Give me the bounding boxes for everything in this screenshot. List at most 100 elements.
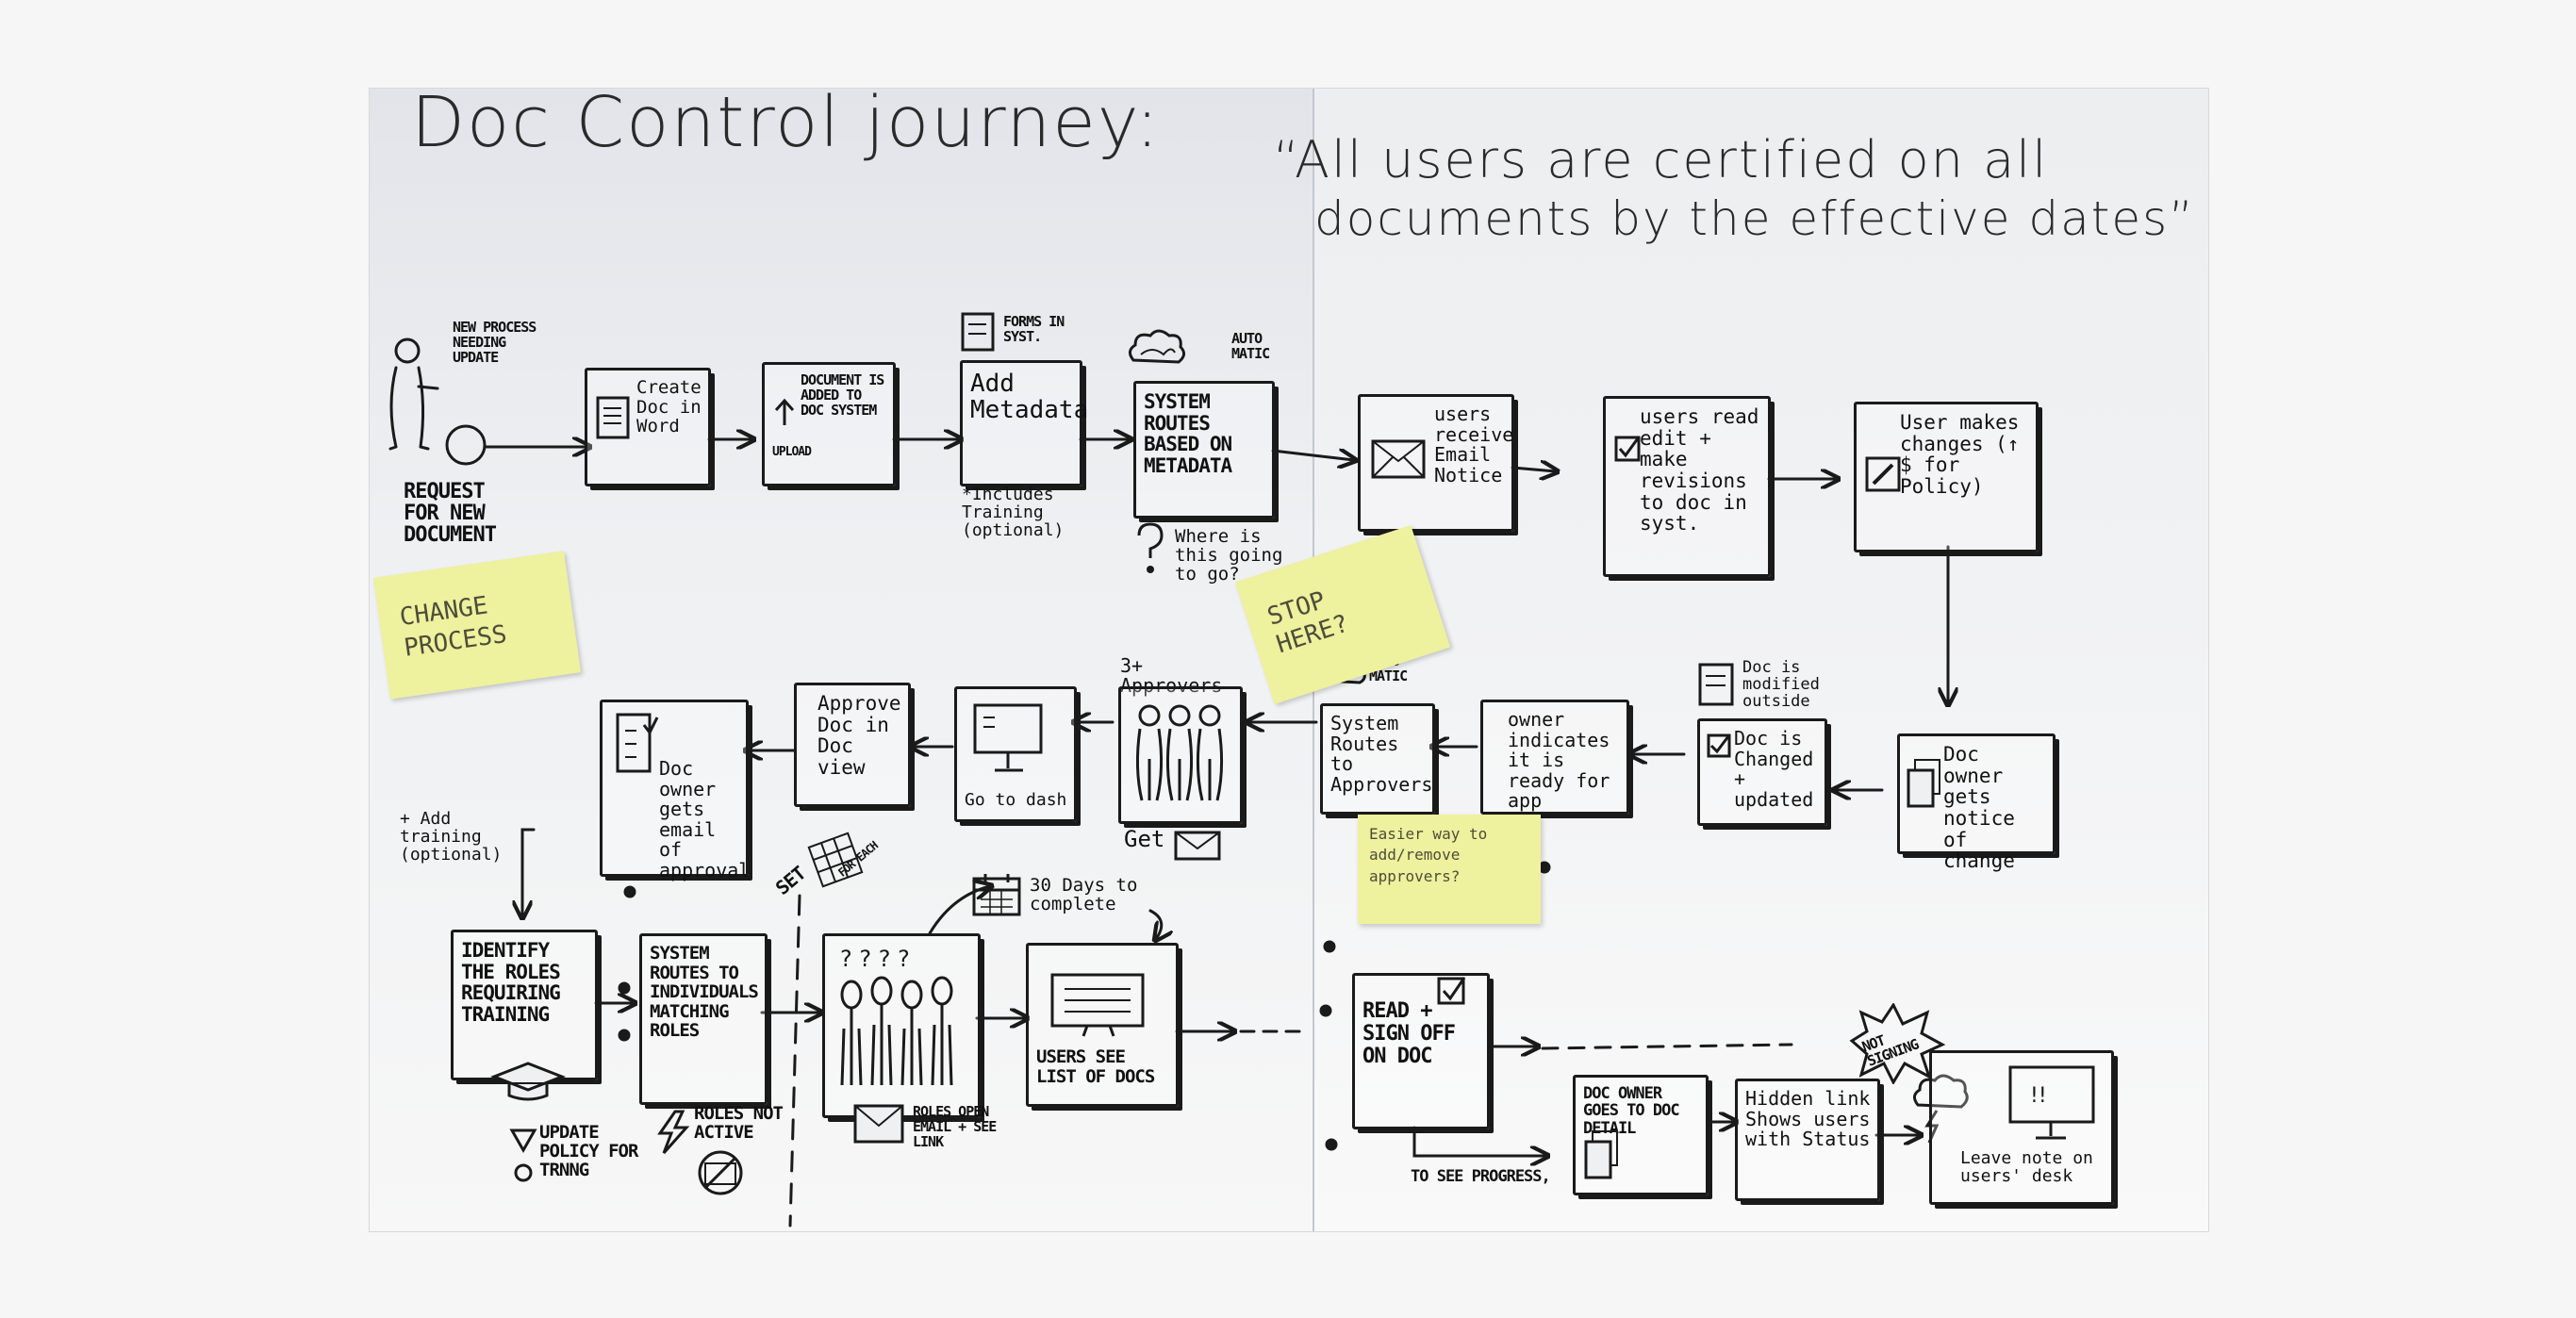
whiteboard [370, 89, 2208, 1231]
document-stack-icon [1584, 1130, 1618, 1179]
users-read-text: users read edit + make revisions to doc … [1640, 405, 1759, 535]
doc-owner-heading: DOC OWNER Goes to Doc Detail [1583, 1084, 1680, 1138]
svg-text:!!: !! [2030, 1084, 2047, 1108]
monitor-icon [973, 703, 1043, 772]
people-icon [1135, 704, 1224, 801]
doc-added-text: DOCUMENT IS ADDED TO DOC SYSTEM [801, 371, 884, 420]
see-progress-note: TO SEE PROGRESS, [1411, 1167, 1551, 1186]
request-label: REQUEST FOR NEW DOCUMENT [404, 480, 497, 548]
checkbox-icon [1437, 977, 1466, 1005]
monitor-icon: !! [2008, 1065, 2095, 1140]
includes-training-note: *Includes Training (optional) [962, 485, 1065, 540]
owner-ready-box: owner indicates it is ready for app [1480, 700, 1629, 815]
doc-owner-detail-box: DOC OWNER Goes to Doc Detail [1573, 1075, 1709, 1195]
funnel-icon [509, 1129, 537, 1182]
users-list-text: USERS SEE LIST OF DOCS [1036, 1046, 1155, 1087]
approvers-box [1118, 686, 1243, 824]
add-training-note: + Add training (optional) [400, 809, 503, 865]
doc-modified-note: Doc is modified outside [1742, 658, 1820, 711]
doc-changed-text: Doc is Changed + updated [1734, 727, 1814, 811]
users-read-box: users read edit + make revisions to doc … [1603, 396, 1771, 577]
goal-quote-line2: documents by the effective dates” [1314, 191, 2196, 246]
create-doc-box: Create Doc in Word [585, 368, 711, 486]
approve-doc-text: Approve Doc in Doc view [817, 692, 901, 780]
where-going-note: Where is this going to go? [1175, 526, 1283, 585]
question-label: NEW PROCESS NEEDING UPDATE [453, 319, 537, 366]
update-policy-note: UPDATE POLICY FOR TRNNG [539, 1122, 638, 1180]
edit-icon [1865, 456, 1901, 492]
email-blocked-icon [698, 1150, 743, 1195]
document-icon [596, 396, 630, 439]
sticky-easier-way: Easier way to add/remove approvers? [1358, 815, 1541, 924]
doc-added-box: DOCUMENT IS ADDED TO DOC SYSTEM UPLOAD [762, 362, 896, 486]
owner-ready-text: owner indicates it is ready for app [1508, 708, 1610, 813]
routes-approvers-box: System Routes to Approvers [1320, 703, 1435, 815]
monitor-list-icon [1050, 973, 1145, 1037]
people-question-icon: ? ? ? ? [840, 946, 953, 1086]
calendar-icon [972, 874, 1021, 916]
owner-email-box: Doc owner gets email of approval [600, 700, 750, 881]
dashboard-box: Go to dash [954, 686, 1077, 822]
document-check-icon [616, 713, 659, 773]
read-sign-box: READ + SIGN OFF ON DOC [1352, 973, 1490, 1129]
paper-sheet-right [1314, 89, 2208, 1231]
svg-text:? ? ? ?: ? ? ? ? [840, 946, 910, 972]
page-title: Doc Control journey: [411, 82, 1162, 163]
owner-notice-text: Doc owner gets notice of change [1943, 743, 2015, 873]
auto-label-top: AUTO MATIC [1231, 330, 1270, 362]
approve-doc-box: Approve Doc in Doc view [794, 683, 911, 807]
routes-individuals-box: SYSTEM ROUTES to INDIVIDUALS MATCHING RO… [639, 933, 768, 1105]
add-metadata-text: Add Metadata [970, 370, 1089, 425]
routes-individuals-text: SYSTEM ROUTES to INDIVIDUALS MATCHING RO… [650, 943, 759, 1042]
checkbox-icon [1614, 436, 1641, 462]
hidden-link-box: Hidden link Shows users with Status [1735, 1079, 1880, 1201]
go-dash-text: Go to dash [965, 790, 1067, 810]
users-receive-box: users receive Email Notice [1358, 394, 1514, 532]
doc-changed-box: Doc is Changed + updated [1697, 718, 1827, 826]
forms-icon [961, 312, 995, 352]
upload-icon [774, 398, 795, 425]
grid-icon [807, 832, 864, 888]
user-changes-box: User makes changes (↑ $ for Policy) [1854, 402, 2039, 552]
checkbox-icon [1707, 733, 1731, 758]
identify-roles-box: IDENTIFY THE ROLES REQUIRING TRAINING [451, 930, 598, 1080]
hidden-link-text: Hidden link Shows users with Status [1745, 1087, 1871, 1151]
approvers-count-label: 3+ Approvers [1120, 654, 1223, 697]
email-icon [853, 1104, 904, 1144]
burst-icon [1849, 1003, 1946, 1084]
goal-quote-line1: “All users are certified on all [1273, 130, 2049, 189]
get-label: Get [1124, 826, 1165, 852]
identify-roles-text: IDENTIFY THE ROLES REQUIRING TRAINING [461, 939, 561, 1027]
leave-note-box: !! Leave note on users' desk [1929, 1050, 2114, 1205]
modified-doc-icon [1698, 663, 1734, 706]
question-icon [1137, 522, 1164, 573]
user-changes-text: User makes changes (↑ $ for Policy) [1900, 411, 2020, 499]
document-stack-icon [1907, 759, 1940, 808]
owner-notice-box: Doc owner gets notice of change [1897, 733, 2056, 872]
lightning-icon [657, 1110, 690, 1154]
read-sign-text: READ + SIGN OFF ON DOC [1362, 999, 1456, 1068]
system-routes-box: SYSTEM ROUTES BASED ON METADATA [1133, 381, 1275, 519]
thirty-days-note: 30 Days to complete [1030, 875, 1138, 914]
roles-not-active-note: ROLES NOT ACTIVE [694, 1103, 784, 1143]
sticky-change-process-text: CHANGE PROCESS [398, 591, 509, 663]
create-doc-text: Create Doc in Word [636, 377, 702, 437]
system-routes-text: SYSTEM ROUTES BASED ON METADATA [1144, 390, 1232, 478]
users-list-box: USERS SEE LIST OF DOCS [1026, 943, 1179, 1107]
cloud-lightning-icon [1913, 1074, 1969, 1144]
forms-label: FORMS in syst. [1003, 313, 1065, 345]
routes-approvers-text: System Routes to Approvers [1330, 712, 1433, 796]
sticky-easier-way-text: Easier way to add/remove approvers? [1369, 825, 1488, 885]
sticky-stop-here-text: STOP HERE? [1263, 585, 1352, 660]
roles-box: ? ? ? ? [822, 933, 981, 1118]
cloud-icon [1129, 329, 1185, 364]
leave-note-text: Leave note on users' desk [1960, 1148, 2093, 1187]
email-icon [1371, 439, 1426, 479]
graduation-cap-icon [490, 1062, 566, 1101]
upload-label: UPLOAD [772, 445, 812, 459]
email-icon [1174, 831, 1221, 861]
users-receive-text: users receive Email Notice [1434, 403, 1514, 486]
roles-open-note: ROLES OPEN EMAIL + SEE LINK [913, 1103, 997, 1150]
add-metadata-box: Add Metadata [960, 360, 1089, 486]
owner-email-text: Doc owner gets email of approval [659, 757, 751, 881]
